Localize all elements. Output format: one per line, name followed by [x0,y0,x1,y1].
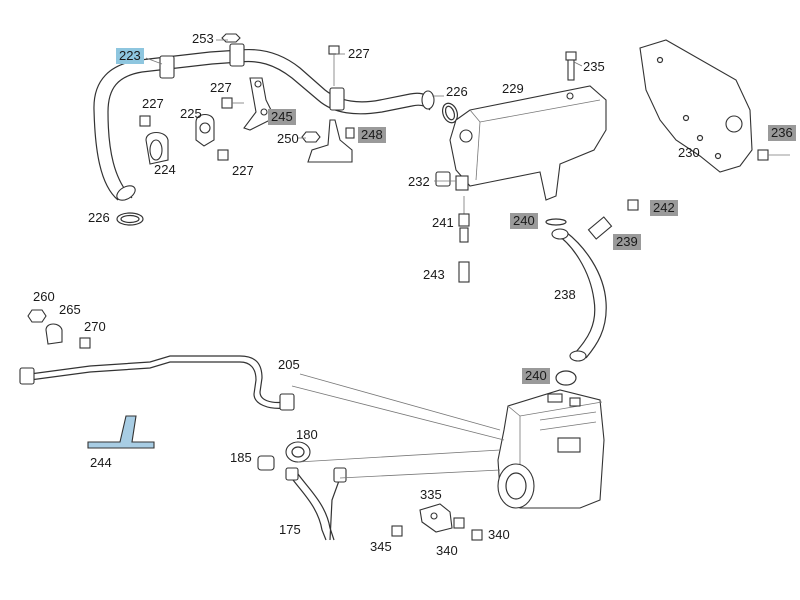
callout-260[interactable]: 260 [33,289,55,304]
callout-229[interactable]: 229 [502,81,524,96]
bolt-227-left[interactable] [139,115,151,127]
hose-clamp [159,43,345,111]
pipe-205[interactable] [19,355,295,411]
callout-236[interactable]: 236 [768,125,796,141]
callout-345[interactable]: 345 [370,539,392,554]
callout-180[interactable]: 180 [296,427,318,442]
bracket-250[interactable] [307,119,353,163]
callout-242[interactable]: 242 [650,200,678,216]
nut-250[interactable] [301,131,321,143]
callout-205[interactable]: 205 [278,357,300,372]
callout-244[interactable]: 244 [90,455,112,470]
callout-225[interactable]: 225 [180,106,202,121]
air-compressor[interactable] [497,389,605,509]
hose-238[interactable] [551,228,607,362]
o-ring-240-lower[interactable] [555,370,577,386]
callout-175[interactable]: 175 [279,522,301,537]
callout-232[interactable]: 232 [408,174,430,189]
callout-243[interactable]: 243 [423,267,445,282]
callout-240-top[interactable]: 240 [510,213,538,229]
callout-248[interactable]: 248 [358,127,386,143]
callout-240-lower[interactable]: 240 [522,368,550,384]
nut-253[interactable] [221,33,241,43]
bolt-242[interactable] [627,199,639,211]
callout-265[interactable]: 265 [59,302,81,317]
valve-241[interactable] [458,196,470,243]
clamp-224[interactable] [145,131,169,165]
callout-241[interactable]: 241 [432,215,454,230]
cap-232[interactable] [435,171,451,187]
callout-223[interactable]: 223 [116,48,144,64]
bolt-340-left[interactable] [453,517,465,529]
fitting-243[interactable] [458,261,470,283]
bolt-235[interactable] [565,51,577,81]
hose-223[interactable] [93,48,435,204]
callout-227-top[interactable]: 227 [348,46,370,61]
callout-340-left[interactable]: 340 [436,543,458,558]
cover-230[interactable] [639,39,753,173]
bracket-335[interactable] [419,503,453,533]
fitting-180[interactable] [285,441,311,463]
bolt-227-low[interactable] [217,149,229,161]
callout-227-upper-left[interactable]: 227 [210,80,232,95]
callout-340-right[interactable]: 340 [488,527,510,542]
bolt-345[interactable] [391,525,403,537]
fitting-185[interactable] [257,455,275,471]
clip-260[interactable] [27,309,47,323]
bolt-270[interactable] [79,337,91,349]
fitting-239[interactable] [587,216,613,240]
bracket-225[interactable] [195,113,215,147]
callout-250[interactable]: 250 [277,131,299,146]
callout-224[interactable]: 224 [154,162,176,177]
callout-226-left[interactable]: 226 [88,210,110,225]
o-ring-226-left[interactable] [116,212,144,226]
bolt-227-mid[interactable] [221,97,244,109]
callout-230[interactable]: 230 [678,145,700,160]
reservoir-229[interactable] [449,85,607,201]
o-ring-226-right[interactable] [440,101,460,125]
clamp-265[interactable] [45,323,63,345]
callout-185[interactable]: 185 [230,450,252,465]
callout-245[interactable]: 245 [268,109,296,125]
leader-lines [145,39,583,479]
pipe-175[interactable] [285,467,347,541]
callout-270[interactable]: 270 [84,319,106,334]
bracket-245[interactable] [243,77,273,131]
callout-226-right[interactable]: 226 [446,84,468,99]
bolt-236[interactable] [757,149,790,161]
callout-238[interactable]: 238 [554,287,576,302]
bolt-340-right[interactable] [471,529,483,541]
callout-335[interactable]: 335 [420,487,442,502]
bolt-248[interactable] [345,127,355,139]
callout-239[interactable]: 239 [613,234,641,250]
callout-253[interactable]: 253 [192,31,214,46]
callout-235[interactable]: 235 [583,59,605,74]
callout-227-bottom[interactable]: 227 [232,163,254,178]
callout-227-left[interactable]: 227 [142,96,164,111]
seal-240-top[interactable] [545,218,567,226]
bolt-227-top[interactable] [328,45,340,86]
bracket-244[interactable] [87,415,155,449]
